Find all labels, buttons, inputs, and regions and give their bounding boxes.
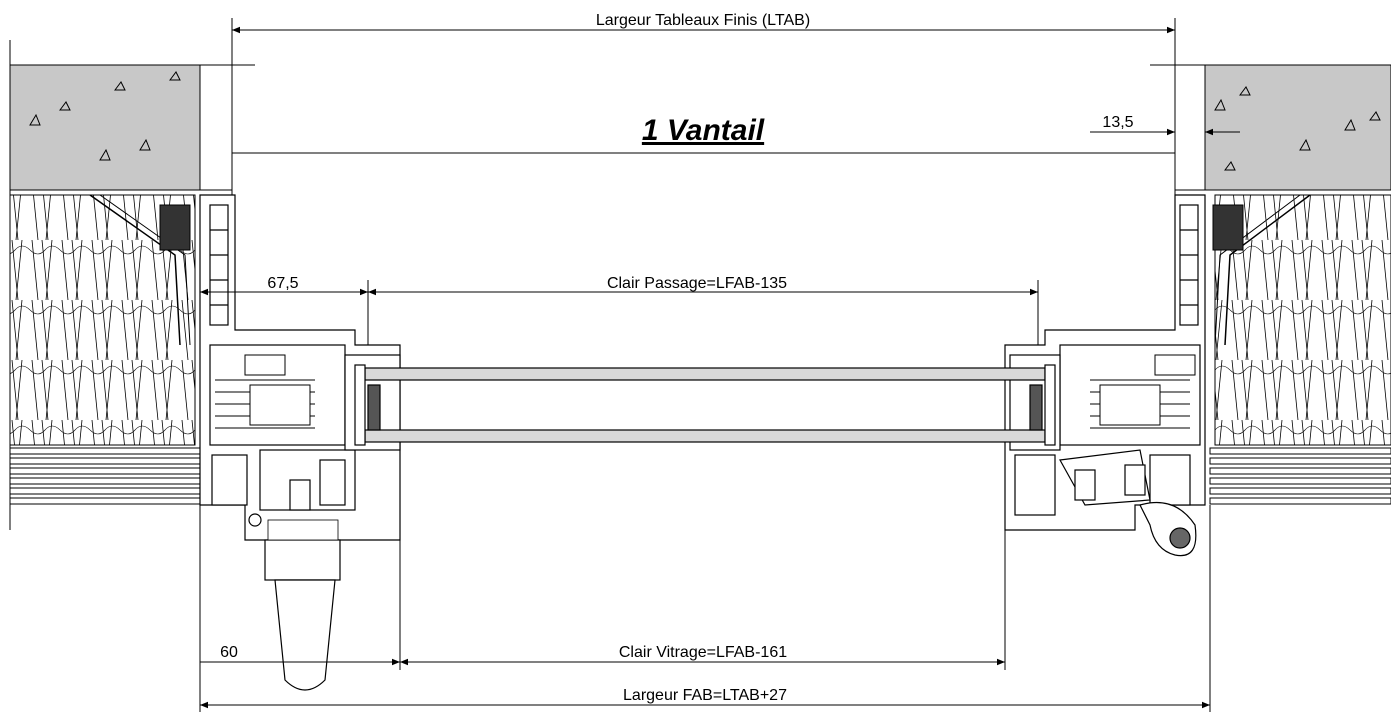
left-wall bbox=[9, 40, 233, 530]
page-title: 1 Vantail bbox=[642, 114, 765, 147]
offset-60-label: 60 bbox=[220, 644, 238, 661]
right-concrete bbox=[1204, 64, 1391, 191]
sash-and-glazing bbox=[344, 354, 1061, 451]
offset-13-5-label: 13,5 bbox=[1102, 114, 1133, 131]
right-wall bbox=[1174, 64, 1391, 505]
right-plaster bbox=[1174, 64, 1206, 191]
left-concrete bbox=[9, 64, 201, 191]
dimension-lines bbox=[199, 18, 1240, 712]
left-plaster bbox=[199, 64, 233, 191]
clair-passage-label: Clair Passage=LFAB-135 bbox=[607, 275, 787, 292]
offset-67-5-label: 67,5 bbox=[267, 275, 298, 292]
right-handle-knob bbox=[1169, 527, 1191, 549]
largeur-fab-label: Largeur FAB=LTAB+27 bbox=[623, 687, 787, 704]
ltab-dimension-label: Largeur Tableaux Finis (LTAB) bbox=[596, 12, 810, 29]
clair-vitrage-label: Clair Vitrage=LFAB-161 bbox=[619, 644, 787, 661]
